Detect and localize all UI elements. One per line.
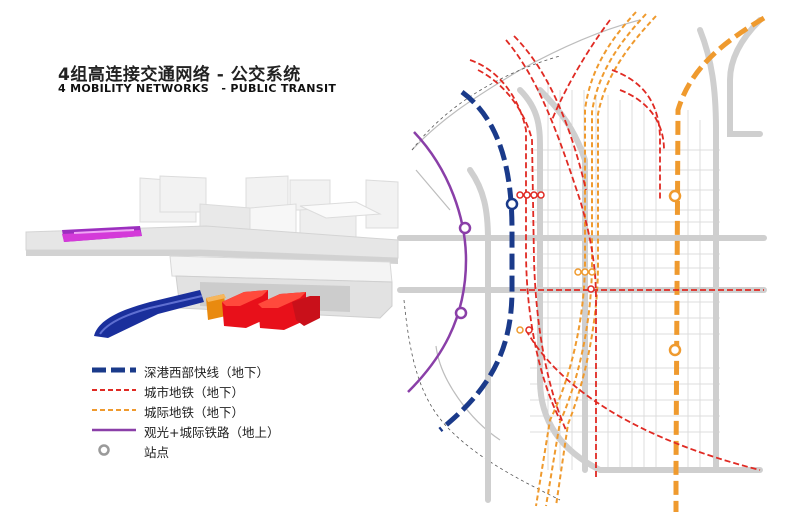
station-circle-icon [98, 444, 110, 456]
stations [454, 189, 682, 357]
legend-label: 城际地铁（地下） [144, 405, 245, 420]
station-marker [537, 191, 545, 199]
station-marker [530, 191, 538, 199]
station-marker [588, 268, 596, 276]
tram-train [62, 226, 142, 242]
express-line [438, 89, 515, 432]
tram-line-swatch [92, 428, 136, 432]
intercity-main-line [673, 15, 766, 512]
minor-roads [400, 19, 760, 441]
legend-label: 站点 [144, 445, 170, 460]
title-chinese: 4组高连接交通网络 - 公交系统 [58, 65, 301, 85]
station-marker [668, 189, 682, 203]
intercity-line-swatch [92, 409, 136, 411]
legend-label: 深港西部快线（地下） [144, 365, 270, 380]
legend-label: 观光+城际铁路（地上） [144, 425, 280, 440]
small-stations [516, 191, 596, 334]
station-marker [505, 197, 519, 211]
station-marker [581, 268, 589, 276]
arterial-roads [397, 17, 767, 503]
station-marker [523, 191, 531, 199]
title-english: 4 MOBILITY NETWORKS - PUBLIC TRANSIT [58, 82, 337, 95]
intercity-lines [535, 11, 657, 507]
station-marker [458, 221, 472, 235]
street-grid [530, 80, 720, 470]
express-train [94, 290, 204, 338]
station-marker [525, 326, 533, 334]
station-marker [668, 343, 682, 357]
express-line-swatch [92, 367, 136, 373]
metro-lines [469, 19, 764, 480]
tram-line [407, 131, 468, 393]
station-marker [574, 268, 582, 276]
station-marker [516, 191, 524, 199]
station-marker [516, 326, 524, 334]
metro-trains [222, 290, 320, 330]
legend-label: 城市地铁（地下） [144, 385, 245, 400]
metro-line-swatch [92, 389, 136, 391]
boundary [403, 55, 561, 501]
intercity-train [206, 294, 226, 320]
station-marker [587, 285, 595, 293]
station-marker [454, 306, 468, 320]
